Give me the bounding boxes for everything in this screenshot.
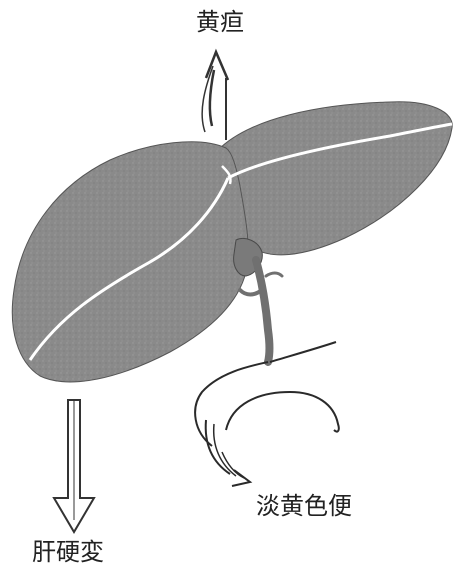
liver-right-lobe <box>214 102 452 255</box>
duodenum-loop <box>226 392 339 432</box>
jaundice-arrow-icon <box>202 52 228 140</box>
cirrhosis-arrow-icon <box>54 400 94 532</box>
jaundice-label: 黄疸 <box>196 10 244 34</box>
duodenum-outer <box>270 342 336 362</box>
bile-duct-branch-right <box>266 273 282 276</box>
cirrhosis-label: 肝硬変 <box>32 540 104 564</box>
liver-left-lobe <box>12 142 248 382</box>
stool-arrow-icon <box>206 420 250 486</box>
bile-duct-branch-left <box>240 290 262 295</box>
pale-stool-label: 淡黄色便 <box>256 494 352 518</box>
